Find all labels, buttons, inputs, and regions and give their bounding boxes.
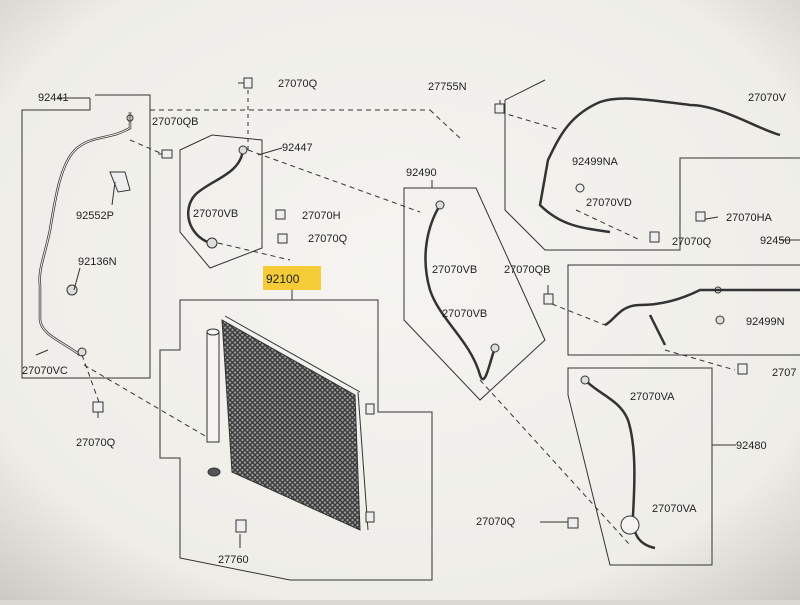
assembly-92447 xyxy=(179,90,421,269)
part-label-92499N: 92499N xyxy=(746,316,785,328)
bolt-icon xyxy=(540,517,579,529)
part-label-27070VB: 27070VB xyxy=(442,308,487,320)
part-label-27070VC: 27070VC xyxy=(22,365,68,377)
bolt-icon xyxy=(543,285,554,305)
part-label-27070H: 27070H xyxy=(302,210,341,222)
bolt-icon xyxy=(649,231,660,243)
assembly-92480 xyxy=(567,367,736,566)
part-label-27070QB: 27070QB xyxy=(152,116,198,128)
part-label-27070VB: 27070VB xyxy=(193,208,238,220)
nut-icon xyxy=(575,183,585,193)
highlight-92100 xyxy=(263,266,321,290)
part-label-92447: 92447 xyxy=(282,142,313,154)
assembly-92441 xyxy=(21,94,463,441)
part-label-27070Q: 27070Q xyxy=(672,236,712,248)
part-label-27070Q: 27070Q xyxy=(476,516,516,528)
bolt-icon xyxy=(238,77,253,89)
part-label-27755N: 27755N xyxy=(428,81,467,93)
part-label-92441: 92441 xyxy=(38,92,69,104)
part-label-92480: 92480 xyxy=(736,440,767,452)
part-label-92100: 92100 xyxy=(266,272,300,286)
assembly-92450 xyxy=(551,239,800,371)
part-label-27070VB: 27070VB xyxy=(432,264,477,276)
clip-icon xyxy=(275,209,286,220)
part-label-92499NA: 92499NA xyxy=(572,156,619,168)
part-label-27070VA: 27070VA xyxy=(630,391,675,403)
bolt-icon xyxy=(737,363,748,375)
bolt-icon xyxy=(494,103,505,114)
part-label-27070HA: 27070HA xyxy=(726,212,773,224)
part-label-27070V-right: 27070V xyxy=(748,92,787,104)
clip-icon xyxy=(695,211,706,222)
part-label-92136N: 92136N xyxy=(78,256,117,268)
bolt-icon xyxy=(158,149,173,159)
part-label-27070VD: 27070VD xyxy=(586,197,632,209)
assembly-upper-right xyxy=(499,79,800,251)
part-label-27070VA: 27070VA xyxy=(652,503,697,515)
part-label-27070QB: 27070QB xyxy=(504,264,550,276)
bolt-icon xyxy=(92,401,104,418)
part-label-27070Q: 27070Q xyxy=(308,233,348,245)
bolt-icon xyxy=(277,233,288,244)
part-label-27760: 27760 xyxy=(218,554,249,566)
assembly-92490 xyxy=(403,180,631,546)
part-label-2707-right: 2707 xyxy=(772,367,796,379)
part-label-27070Q: 27070Q xyxy=(76,437,116,449)
part-label-92490: 92490 xyxy=(406,167,437,179)
part-label-92552P: 92552P xyxy=(76,210,114,222)
assembly-92100 xyxy=(159,288,433,581)
part-label-27070Q-top: 27070Q xyxy=(278,78,318,90)
part-label-92450: 92450 xyxy=(760,235,791,247)
